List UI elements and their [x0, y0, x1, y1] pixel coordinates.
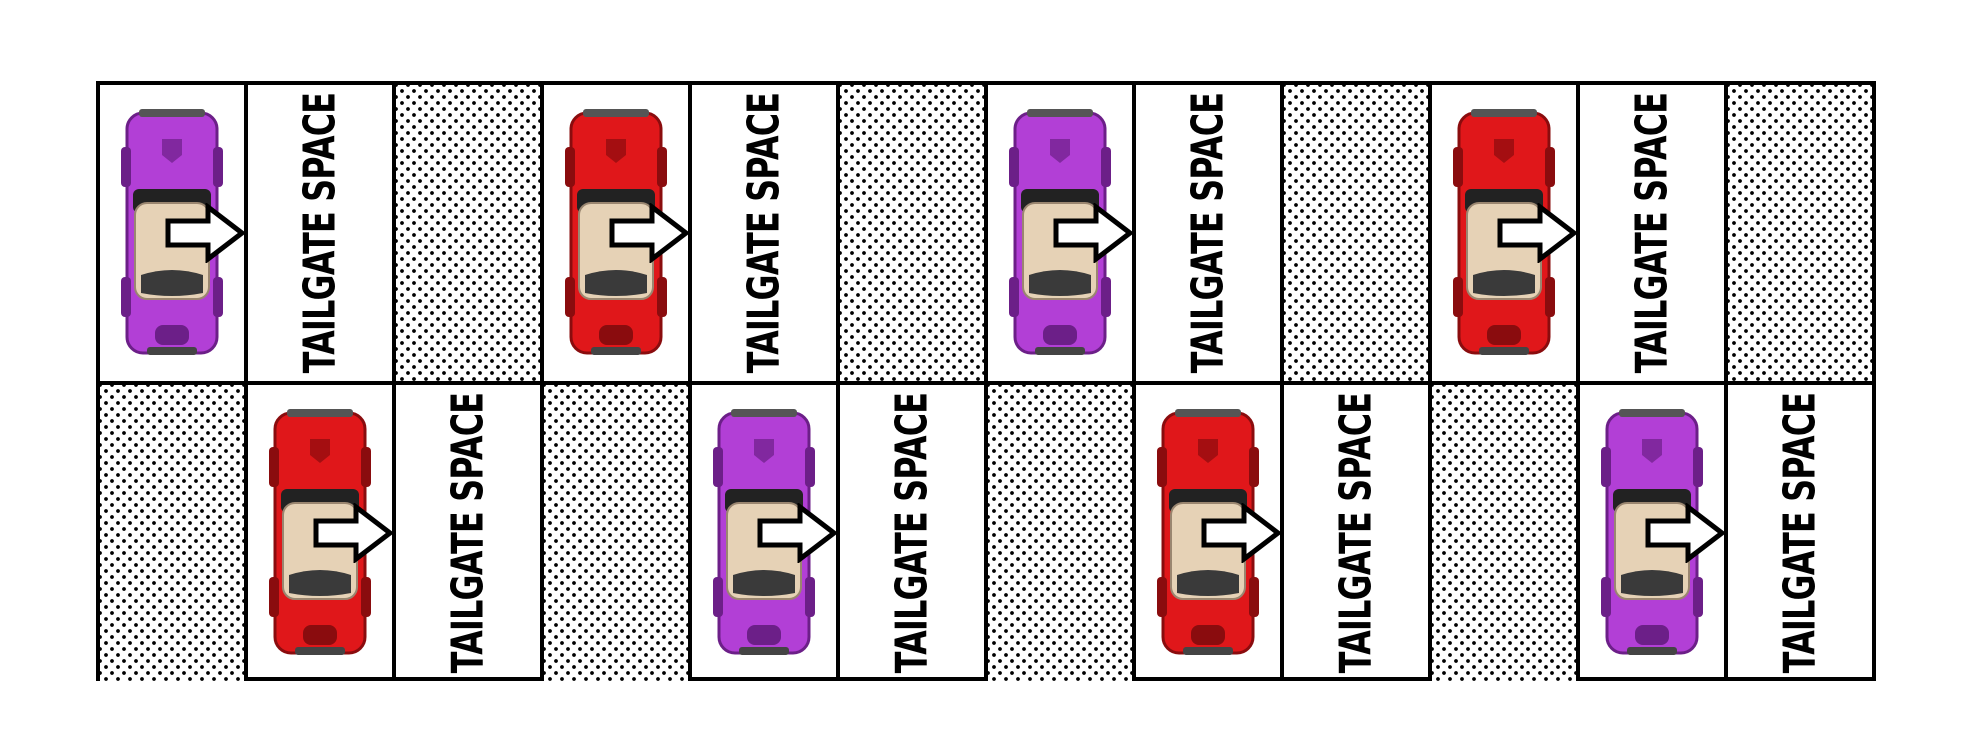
tailgate-space-label: TAILGATE SPACE [1627, 85, 1678, 381]
parking-lot-grid: TAILGATE SPACE TAILGATE SPACE TAILGATE S… [96, 81, 1876, 681]
tailgate-space-text: TAILGATE SPACE [738, 92, 790, 374]
hatched-no-parking-cell [1728, 85, 1872, 381]
tailgate-space-label: TAILGATE SPACE [739, 85, 790, 381]
tailgate-space-text: TAILGATE SPACE [294, 92, 346, 374]
hatched-no-parking-cell [1284, 85, 1432, 381]
right-arrow-icon [1496, 201, 1576, 265]
parked-car-cell-red [1136, 385, 1284, 681]
hatched-no-parking-cell [544, 385, 692, 681]
parking-row-bottom: TAILGATE SPACE TAILGATE SPACE TAILGATE S… [100, 381, 1872, 681]
parked-car-cell-purple [1580, 385, 1728, 681]
tailgate-space-cell: TAILGATE SPACE [1136, 85, 1284, 381]
tailgate-space-text: TAILGATE SPACE [1626, 92, 1678, 374]
parking-row-top: TAILGATE SPACE TAILGATE SPACE TAILGATE S… [100, 85, 1872, 381]
parked-car-cell-red [1432, 85, 1580, 381]
parked-car-cell-purple [988, 85, 1136, 381]
hatched-no-parking-cell [1432, 385, 1580, 681]
right-arrow-icon [608, 201, 688, 265]
tailgate-space-text: TAILGATE SPACE [1182, 92, 1234, 374]
tailgate-space-text: TAILGATE SPACE [1330, 392, 1382, 674]
right-arrow-icon [1644, 501, 1724, 565]
tailgate-space-label: TAILGATE SPACE [295, 85, 346, 381]
purple-car-icon [117, 107, 227, 359]
tailgate-space-label: TAILGATE SPACE [1183, 85, 1234, 381]
tailgate-space-text: TAILGATE SPACE [442, 392, 494, 674]
tailgate-space-cell: TAILGATE SPACE [1728, 385, 1872, 681]
parked-car-cell-red [248, 385, 396, 681]
tailgate-space-text: TAILGATE SPACE [886, 392, 938, 674]
right-arrow-icon [1200, 501, 1280, 565]
right-arrow-icon [1052, 201, 1132, 265]
tailgate-space-cell: TAILGATE SPACE [248, 85, 396, 381]
right-arrow-icon [164, 201, 244, 265]
parked-car-cell-purple [100, 85, 248, 381]
tailgate-space-cell: TAILGATE SPACE [396, 385, 544, 681]
tailgate-space-text: TAILGATE SPACE [1774, 392, 1826, 674]
tailgate-space-label: TAILGATE SPACE [1775, 385, 1826, 681]
tailgate-space-label: TAILGATE SPACE [443, 385, 494, 681]
hatched-no-parking-cell [100, 385, 248, 681]
tailgate-space-cell: TAILGATE SPACE [692, 85, 840, 381]
parked-car-cell-purple [692, 385, 840, 681]
tailgate-space-cell: TAILGATE SPACE [1284, 385, 1432, 681]
tailgate-space-cell: TAILGATE SPACE [1580, 85, 1728, 381]
right-arrow-icon [312, 501, 392, 565]
tailgate-space-label: TAILGATE SPACE [887, 385, 938, 681]
parked-car-cell-red [544, 85, 692, 381]
hatched-no-parking-cell [396, 85, 544, 381]
tailgate-space-cell: TAILGATE SPACE [840, 385, 988, 681]
right-arrow-icon [756, 501, 836, 565]
hatched-no-parking-cell [840, 85, 988, 381]
hatched-no-parking-cell [988, 385, 1136, 681]
tailgate-space-label: TAILGATE SPACE [1331, 385, 1382, 681]
